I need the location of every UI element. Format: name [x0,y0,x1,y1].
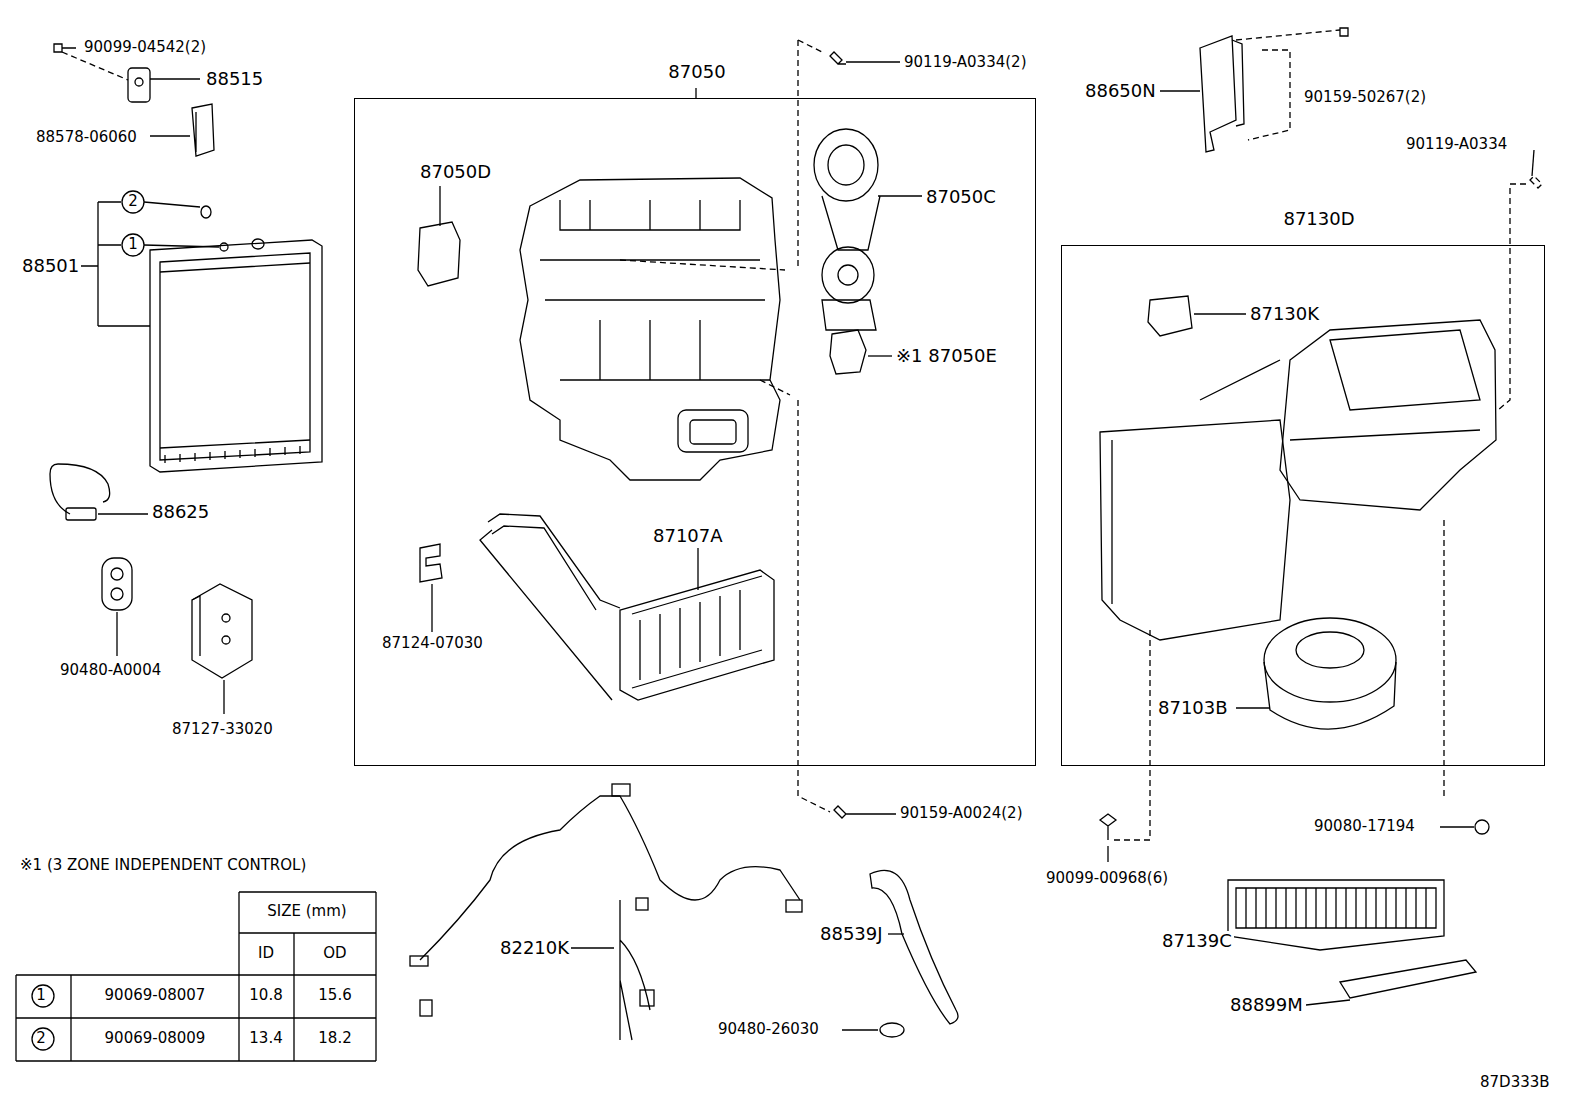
part-number: 90159-A0024(2) [898,805,1024,822]
part-number: 87103B [1156,698,1230,719]
table-cell: 10.8 [247,987,284,1004]
table-cell: 18.2 [316,1030,353,1047]
part-number: 87127-33020 [170,721,275,738]
callout-circle [32,1028,54,1050]
part-number: 87D333B [1478,1074,1552,1091]
part-number: 88650N [1083,81,1158,102]
part-number: 87130D [1281,209,1356,230]
part-number: 82210K [498,938,571,959]
part-number: 90159-50267(2) [1302,89,1428,106]
part-number: 90099-00968(6) [1044,870,1170,887]
part-number: 87139C [1160,931,1234,952]
part-number: 87050 [666,62,727,83]
part-number: 87124-07030 [380,635,485,652]
part-number: 87050D [418,162,493,183]
part-number: 90119-A0334 [1404,136,1509,153]
part-number: 90080-17194 [1312,818,1417,835]
note: ※1 (3 ZONE INDEPENDENT CONTROL) [18,857,308,874]
part-number: 88578-06060 [34,129,139,146]
table-cell: 90069-08009 [103,1030,208,1047]
part-number: 87050C [924,187,998,208]
part-number: 90119-A0334(2) [902,54,1028,71]
table-cell: 2 [36,1030,46,1047]
table-cell: 90069-08007 [103,987,208,1004]
table-cell: OD [321,945,348,962]
part-number: 90480-A0004 [58,662,163,679]
part-number: 87107A [651,526,725,547]
table-cell: ID [256,945,276,962]
callout-number: 1 [128,236,138,253]
part-number: 87130K [1248,304,1321,325]
part-number: 88899M [1228,995,1305,1016]
part-number: 90480-26030 [716,1021,821,1038]
part-number: 88539J [818,924,885,945]
callout-circle [32,985,54,1007]
part-number: 88625 [150,502,211,523]
table-cell: 1 [36,987,46,1004]
part-number: ※1 87050E [894,346,999,367]
table-cell: 15.6 [316,987,353,1004]
part-number: 90099-04542(2) [82,39,208,56]
table-cell: 13.4 [247,1030,284,1047]
part-number: 88501 [20,256,81,277]
table-cell: SIZE (mm) [265,903,348,920]
part-number: 88515 [204,69,265,90]
callout-number: 2 [128,193,138,210]
